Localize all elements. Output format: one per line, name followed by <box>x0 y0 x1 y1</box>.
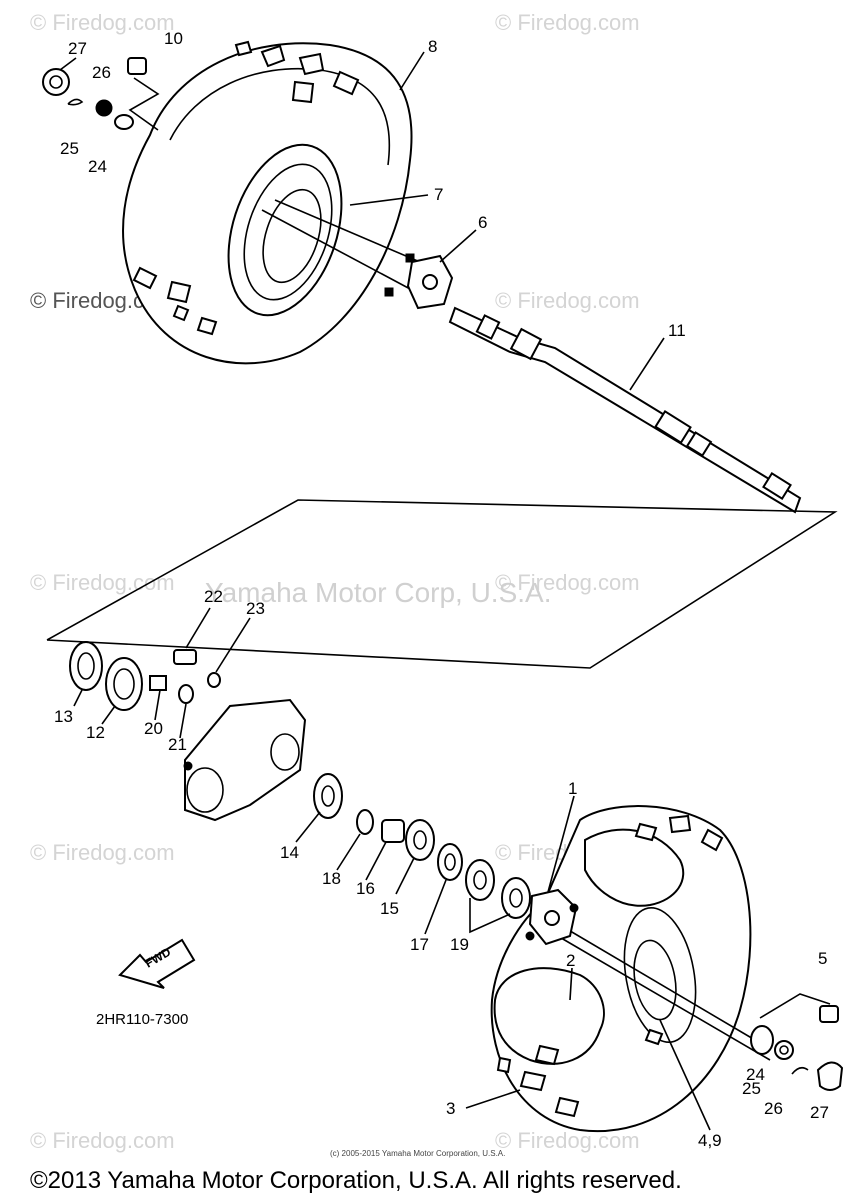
washer-25-top <box>95 99 113 117</box>
bearings-left <box>69 641 221 711</box>
top-fasteners <box>42 57 160 131</box>
top-wheel <box>122 40 421 365</box>
callout-12: 12 <box>86 723 105 742</box>
bearing-12 <box>105 657 143 711</box>
callout-6: 6 <box>478 213 487 232</box>
small-copyright: (c) 2005-2015 Yamaha Motor Corporation, … <box>330 1149 505 1158</box>
washer-25-bot <box>774 1040 794 1060</box>
watermarks: © Firedog.com © Firedog.com © Firedog.co… <box>30 10 640 1153</box>
callout-21: 21 <box>168 735 187 754</box>
nut-5 <box>819 1005 839 1023</box>
callout-26-bot: 26 <box>764 1099 783 1118</box>
callout-10: 10 <box>164 29 183 48</box>
bottom-wheel <box>490 805 771 1133</box>
watermark-mid-right: © Firedog.com <box>495 288 640 313</box>
bolt-22 <box>173 649 197 665</box>
cotter-pin-26-bot <box>791 1066 809 1075</box>
callout-25-top: 25 <box>60 139 79 158</box>
nut-27-bot <box>816 1061 844 1091</box>
hub-part-6 <box>384 253 454 310</box>
callout-1: 1 <box>568 779 577 798</box>
callouts: 8 7 6 11 27 10 26 25 24 22 23 13 12 20 2… <box>54 29 829 1150</box>
washer-24-bot <box>750 1025 774 1055</box>
watermark-bottom-right: © Firedog.com <box>495 1128 640 1153</box>
callout-23: 23 <box>246 599 265 618</box>
oring-18 <box>356 809 374 835</box>
callout-8: 8 <box>428 37 437 56</box>
callout-27-top: 27 <box>68 39 87 58</box>
callout-18: 18 <box>322 869 341 888</box>
callout-16: 16 <box>356 879 375 898</box>
callout-14: 14 <box>280 843 299 862</box>
callout-20: 20 <box>144 719 163 738</box>
differential-housing <box>183 698 343 822</box>
watermark-bottom-left: © Firedog.com <box>30 1128 175 1153</box>
assembly-outline <box>46 499 838 669</box>
watermark-center-right: © Firedog.com <box>495 570 640 595</box>
washer-23 <box>207 672 221 688</box>
callout-22: 22 <box>204 587 223 606</box>
diagram-code: 2HR110-7300 <box>96 1011 188 1028</box>
watermark-center-left: © Firedog.com <box>30 570 175 595</box>
tread-blocks-bottom <box>496 814 724 1118</box>
nut-27-top <box>42 68 70 96</box>
callout-25-bot: 25 <box>742 1079 761 1098</box>
watermark-top-right: © Firedog.com <box>495 10 640 35</box>
callout-26-top: 26 <box>92 63 111 82</box>
bottom-fasteners <box>750 993 844 1091</box>
bearings-right <box>356 809 531 919</box>
leader-lines <box>59 51 711 1131</box>
callout-27-bot: 27 <box>810 1103 829 1122</box>
callout-19: 19 <box>450 935 469 954</box>
seal-14 <box>313 773 343 819</box>
nut-10 <box>127 57 147 75</box>
fwd-arrow: FWD <box>118 938 196 989</box>
callout-24-top: 24 <box>88 157 107 176</box>
callout-2: 2 <box>566 951 575 970</box>
callout-17: 17 <box>410 935 429 954</box>
watermark-lower-left: © Firedog.com <box>30 840 175 865</box>
hub-part-1 <box>525 888 579 946</box>
seal-13 <box>69 641 103 691</box>
callout-13: 13 <box>54 707 73 726</box>
callout-24-bot: 24 <box>746 1065 765 1084</box>
axle-part-11 <box>448 306 802 514</box>
callout-7: 7 <box>434 185 443 204</box>
bearing-19a <box>465 859 495 901</box>
collar-16 <box>381 819 405 843</box>
bolt-20 <box>149 675 167 691</box>
spacer-15 <box>405 819 435 861</box>
cotter-pin-26-top <box>67 98 84 106</box>
callout-3: 3 <box>446 1099 455 1118</box>
watermark-center-text: Yamaha Motor Corp, U.S.A. <box>205 577 552 608</box>
callout-15: 15 <box>380 899 399 918</box>
tread-blocks-top <box>132 40 360 336</box>
watermark-top-left: © Firedog.com <box>30 10 175 35</box>
callout-11: 11 <box>668 321 686 340</box>
washer-17 <box>437 843 463 881</box>
washer-24-top <box>114 114 134 130</box>
callout-5: 5 <box>818 949 827 968</box>
callout-4-9: 4,9 <box>698 1131 722 1150</box>
bearing-19b <box>501 877 531 919</box>
footer-copyright: ©2013 Yamaha Motor Corporation, U.S.A. A… <box>30 1167 682 1194</box>
washer-21 <box>178 684 194 704</box>
